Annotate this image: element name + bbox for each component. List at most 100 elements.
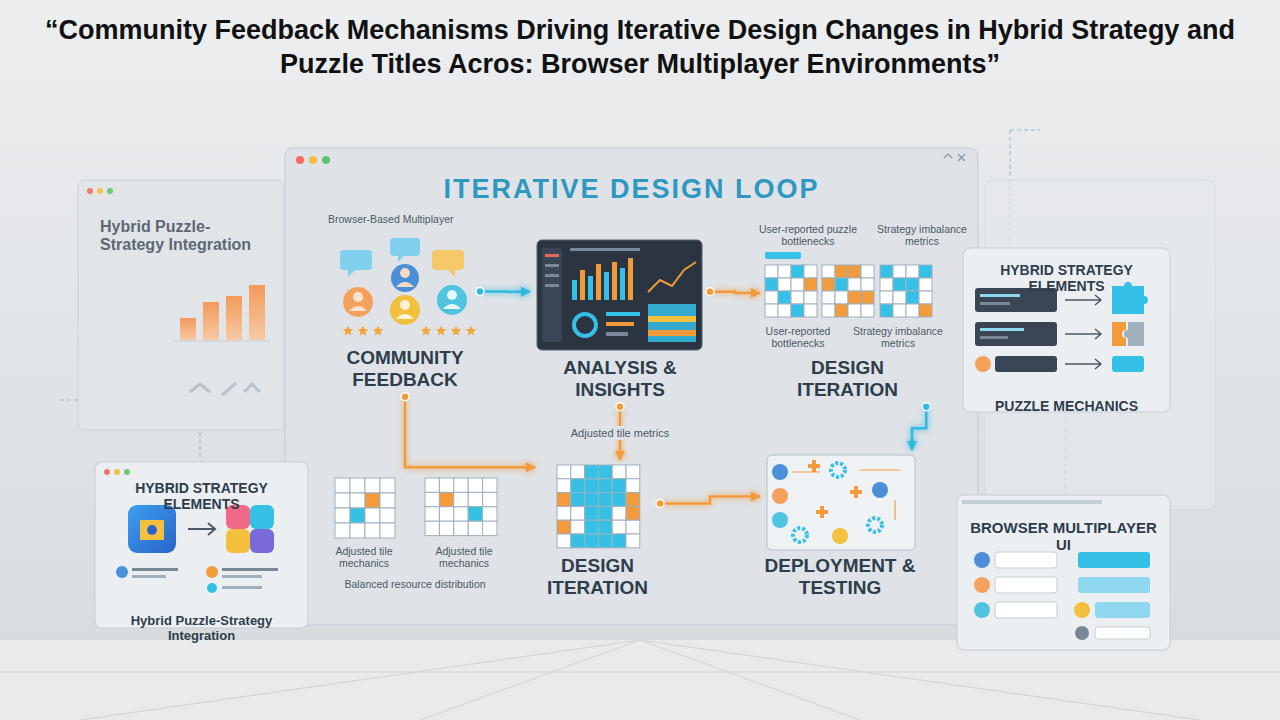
rect-shape (962, 500, 1102, 504)
connector-dot (476, 288, 484, 296)
tile-cell (585, 493, 599, 507)
tile-cell (791, 278, 804, 291)
tile-cell (598, 534, 612, 548)
use-shape (436, 326, 446, 336)
tile-cell (861, 291, 874, 304)
tile-cell (365, 508, 380, 523)
rect-shape (1095, 627, 1150, 639)
tile-cell (765, 265, 778, 278)
circle-shape (124, 469, 130, 475)
tile-cell (571, 465, 585, 479)
tile-cell (585, 479, 599, 493)
tile-cell (571, 506, 585, 520)
rect-shape (606, 322, 634, 326)
tile-cell (612, 520, 626, 534)
line-shape (80, 640, 640, 720)
rect-shape (767, 455, 915, 550)
tile-cell (791, 304, 804, 317)
rect-shape (78, 180, 284, 430)
path-shape (443, 304, 461, 309)
circle-shape (322, 156, 330, 164)
path-shape (396, 282, 414, 287)
flow-connector (660, 496, 760, 503)
circle-shape (114, 469, 120, 475)
tile-cell (425, 521, 439, 535)
path-shape (1010, 130, 1040, 131)
tile-cell (350, 508, 365, 523)
tile-cell (425, 492, 439, 506)
use-shape (451, 326, 461, 336)
node-heading: HYBRID STRATEGY ELEMENTS (971, 262, 1162, 294)
tile-cell (335, 478, 350, 493)
circle-shape (207, 583, 217, 593)
circle-shape (447, 290, 457, 300)
path-shape (792, 470, 900, 520)
rect-shape (648, 316, 696, 322)
background-window (78, 180, 284, 430)
rect-shape (132, 568, 178, 571)
tile-cell (612, 479, 626, 493)
tile-cell (848, 278, 861, 291)
tile-cell (861, 278, 874, 291)
analytics-dashboard (537, 240, 702, 350)
tile-cell (848, 291, 861, 304)
tile-cell (439, 521, 453, 535)
use-shape (358, 326, 368, 336)
path-shape (1124, 322, 1144, 346)
circle-shape (437, 285, 467, 315)
rect-shape (995, 552, 1057, 568)
rect-shape (975, 322, 1057, 346)
circle-shape (206, 566, 218, 578)
rect-shape (250, 529, 274, 553)
tile-cell (893, 291, 906, 304)
tile-cell (439, 478, 453, 492)
tile-cell (585, 465, 599, 479)
rect-shape (95, 462, 308, 628)
rect-shape (604, 272, 609, 300)
circle-shape (104, 469, 110, 475)
circle-shape (974, 552, 990, 568)
connector-dot (401, 393, 409, 401)
tile-cell (557, 465, 571, 479)
tile-cell (804, 291, 817, 304)
tile-cell (848, 265, 861, 278)
path-shape (396, 314, 414, 319)
rect-shape (128, 505, 176, 553)
deployment-screen (767, 455, 915, 550)
tile-cell (571, 534, 585, 548)
tile-cell (335, 493, 350, 508)
tile-cell (598, 493, 612, 507)
rect-shape (432, 250, 464, 270)
tile-cell (454, 521, 468, 535)
circle-shape (872, 482, 888, 498)
side-panel: BROWSER MULTIPLAYER UI (957, 495, 1170, 650)
rect-shape (222, 575, 262, 578)
tile-cell (919, 265, 932, 278)
node-heading: ANALYSIS & INSIGHTS (534, 357, 706, 401)
tile-cell (335, 523, 350, 538)
circle-shape (116, 566, 128, 578)
circle-shape (772, 464, 788, 480)
tile-cell (822, 291, 835, 304)
use-shape (421, 326, 431, 336)
rect-shape (285, 148, 978, 625)
node-heading: DESIGN ITERATION (537, 555, 658, 599)
tile-cell (906, 291, 919, 304)
tile-cell (468, 507, 482, 521)
rect-shape (545, 264, 559, 267)
tile-cell (626, 534, 640, 548)
node-heading: BROWSER MULTIPLAYER UI (965, 519, 1162, 554)
tile-cell (350, 493, 365, 508)
tile-cell (483, 507, 497, 521)
tile-cell (765, 304, 778, 317)
tile-cell (612, 506, 626, 520)
circle-shape (772, 488, 788, 504)
path-shape (808, 460, 862, 518)
tile-cell (585, 506, 599, 520)
node-heading: Hybrid Puzzle-Strategy Integration (100, 218, 262, 255)
tile-cell (765, 291, 778, 304)
path-shape (1112, 322, 1126, 346)
rect-shape (980, 328, 1024, 331)
rect-shape (620, 268, 625, 300)
flow-connector (480, 290, 530, 293)
